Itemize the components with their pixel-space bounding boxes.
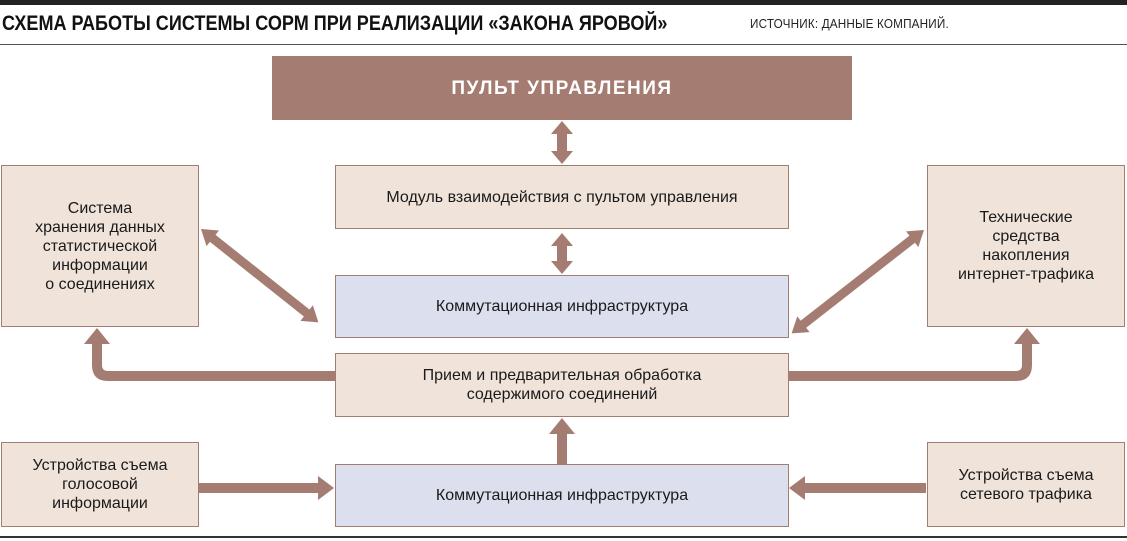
title-row: СХЕМА РАБОТЫ СИСТЕМЫ СОРМ ПРИ РЕАЛИЗАЦИИ… bbox=[2, 12, 776, 36]
arrow-traffic-infra bbox=[791, 230, 924, 334]
arrow-preprocessing-storage bbox=[84, 328, 336, 381]
switching-infrastructure-top-box: Коммутационная инфраструктура bbox=[335, 275, 789, 338]
header-top-bar bbox=[0, 0, 1127, 5]
network-capture-box: Устройства съема сетевого трафика bbox=[927, 442, 1125, 527]
control-panel-box: ПУЛЬТ УПРАВЛЕНИЯ bbox=[272, 56, 852, 120]
arrow-infra-preprocessing bbox=[549, 418, 575, 464]
preprocessing-box: Прием и предварительная обработка содерж… bbox=[335, 353, 789, 417]
title-divider bbox=[0, 44, 1127, 45]
traffic-accumulation-box: Технические средства накопления интернет… bbox=[927, 165, 1125, 327]
diagram-title: СХЕМА РАБОТЫ СИСТЕМЫ СОРМ ПРИ РЕАЛИЗАЦИИ… bbox=[2, 12, 668, 35]
control-panel-label: ПУЛЬТ УПРАВЛЕНИЯ bbox=[451, 77, 673, 99]
arrow-voice-infra bbox=[199, 476, 334, 500]
arrow-module-infra bbox=[551, 233, 573, 274]
storage-system-label: Система хранения данных статистической и… bbox=[35, 199, 165, 293]
source-note: ИСТОЧНИК: ДАННЫЕ КОМПАНИЙ. bbox=[750, 16, 949, 31]
interaction-module-label: Модуль взаимодействия с пультом управлен… bbox=[386, 188, 738, 206]
preprocessing-label: Прием и предварительная обработка содерж… bbox=[422, 367, 702, 403]
voice-capture-label: Устройства съема голосовой информации bbox=[32, 457, 168, 512]
arrow-network-infra bbox=[789, 476, 926, 500]
storage-system-box: Система хранения данных статистической и… bbox=[1, 165, 199, 327]
interaction-module-box: Модуль взаимодействия с пультом управлен… bbox=[335, 165, 789, 229]
switching-infrastructure-bottom-label: Коммутационная инфраструктура bbox=[435, 487, 689, 504]
network-capture-label: Устройства съема сетевого трафика bbox=[958, 466, 1094, 503]
switching-infrastructure-bottom-box: Коммутационная инфраструктура bbox=[335, 464, 789, 527]
switching-infrastructure-top-label: Коммутационная инфраструктура bbox=[435, 298, 689, 315]
traffic-accumulation-label: Технические средства накопления интернет… bbox=[957, 209, 1095, 283]
arrow-panel-module bbox=[551, 121, 573, 164]
arrow-preprocessing-traffic bbox=[789, 328, 1040, 381]
bottom-divider bbox=[0, 536, 1127, 538]
arrow-storage-infra bbox=[201, 229, 319, 323]
voice-capture-box: Устройства съема голосовой информации bbox=[1, 442, 199, 527]
